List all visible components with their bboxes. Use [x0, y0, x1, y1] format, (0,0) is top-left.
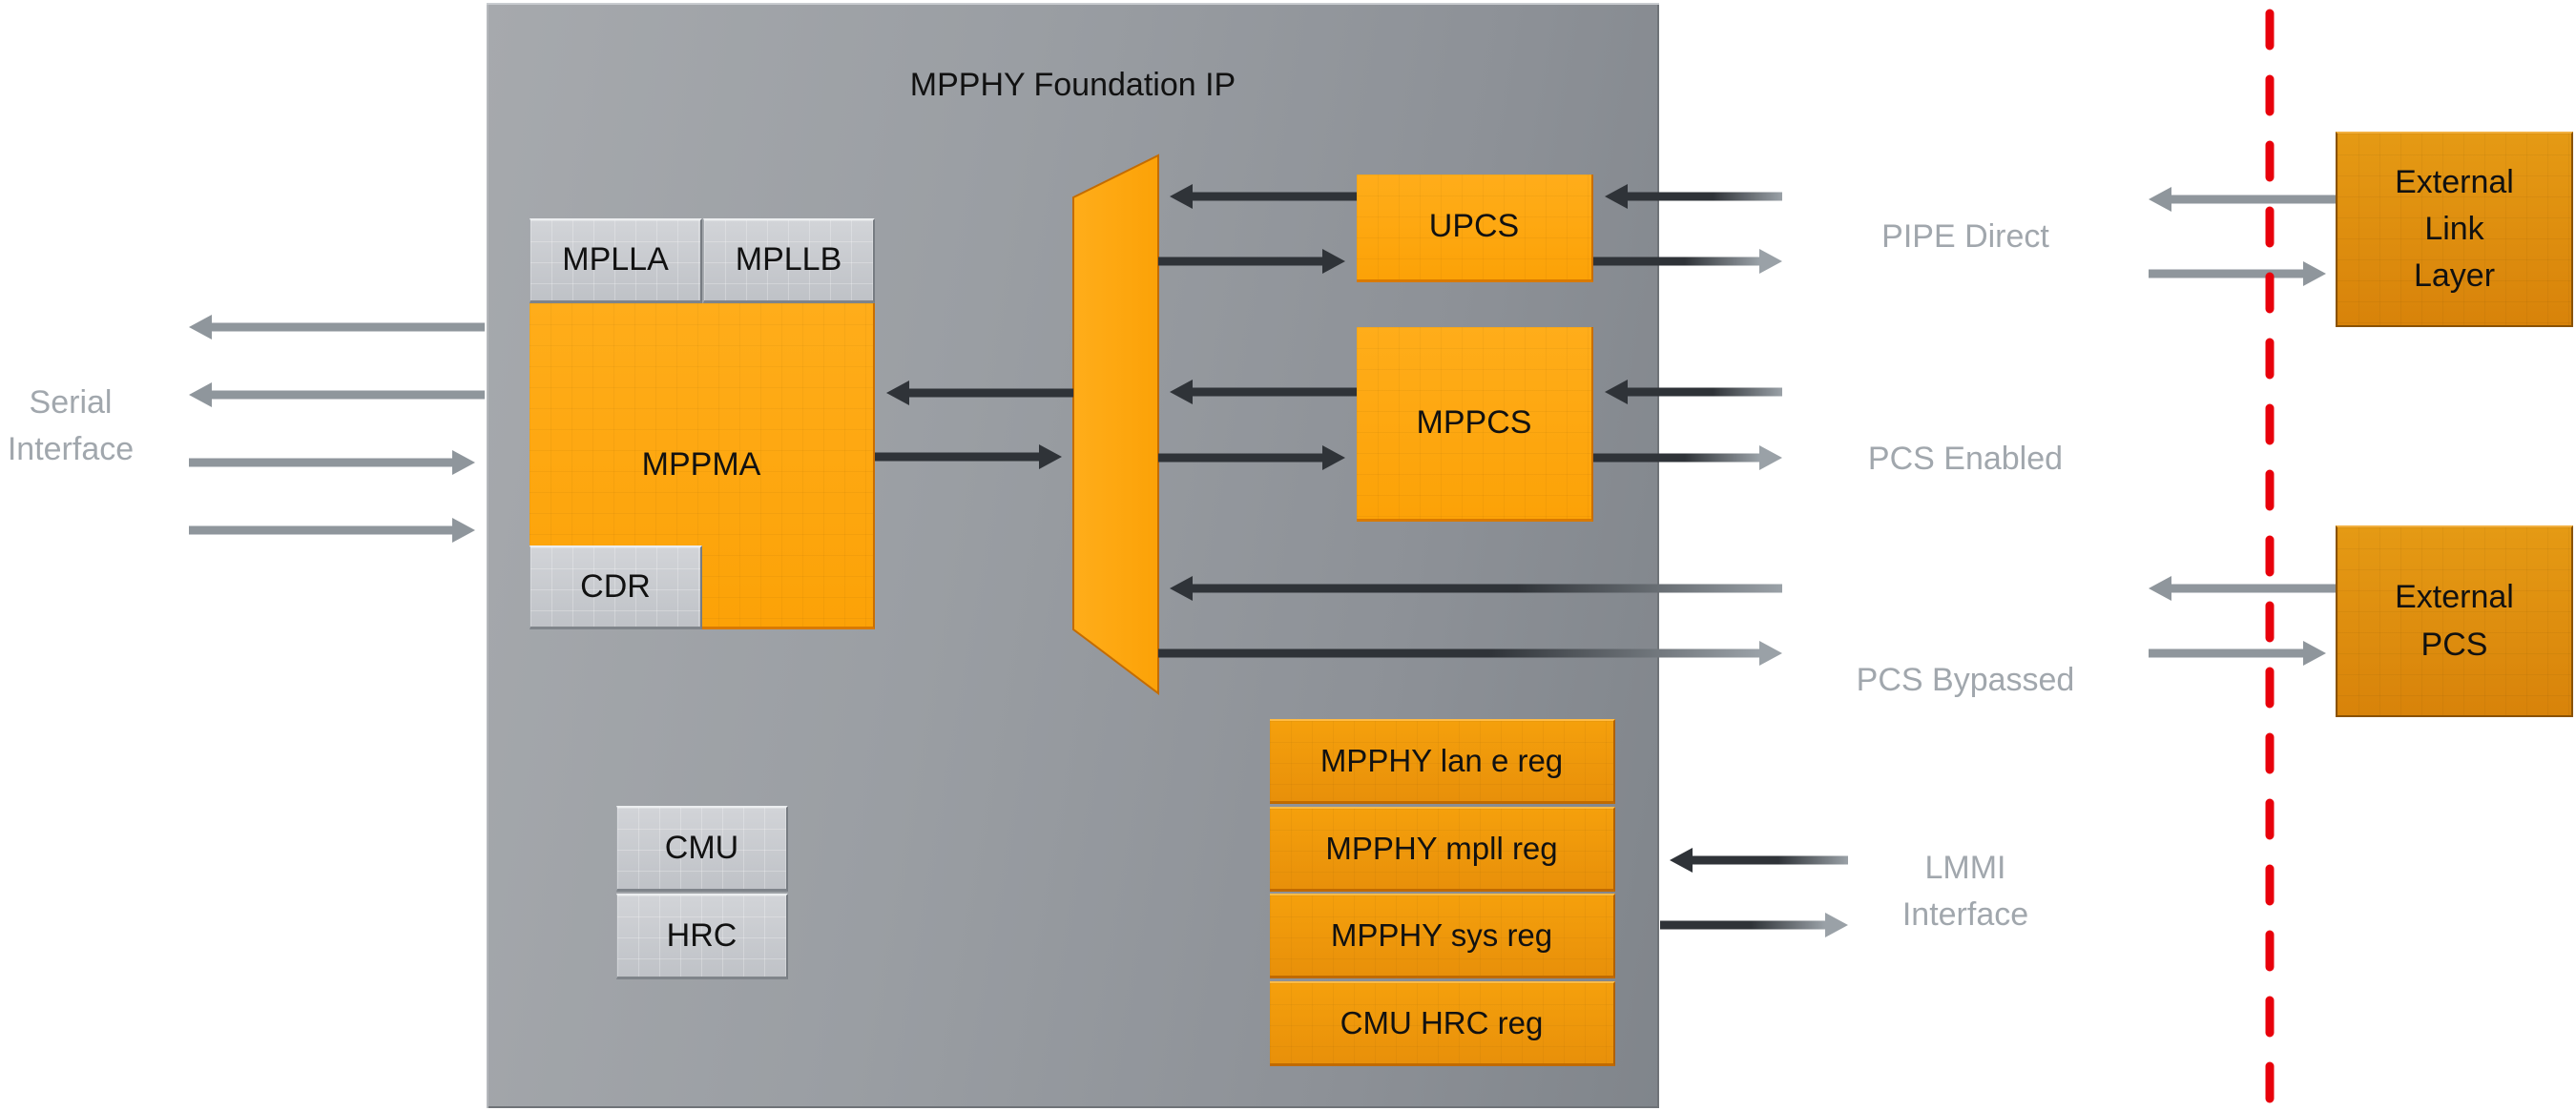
bypass-out-arrow — [1158, 641, 1782, 666]
lmmi-interface-label: LMMI Interface — [1813, 845, 2118, 939]
reg-label-cmu-hrc: CMU HRC reg — [1340, 1005, 1544, 1041]
mux-block — [1072, 154, 1159, 696]
ext-pcs-in-arrow — [2149, 641, 2326, 666]
reg-block-cmu-hrc: CMU HRC reg — [1270, 981, 1615, 1066]
mux-to-mppma-arrow — [886, 381, 1073, 405]
ext-link-line-2: Link — [2424, 210, 2484, 247]
pipe-in-arrow — [1605, 184, 1782, 209]
pipe-direct-label: PIPE Direct — [1881, 218, 2049, 255]
ext-link-in-arrow — [2149, 261, 2326, 286]
cmu-block: CMU — [616, 806, 788, 892]
mux-to-upcs-arrow — [1158, 249, 1345, 274]
reg-block-lane: MPPHY lan e reg — [1270, 719, 1615, 804]
ext-pcs-out-arrow — [2149, 576, 2336, 601]
mppma-label: MPPMA — [641, 445, 761, 483]
mpllb-label: MPLLB — [735, 241, 842, 278]
bypass-in-arrow — [1170, 576, 1782, 601]
lmmi-label-line-2: Interface — [1901, 896, 2029, 934]
external-pcs-block: External PCS — [2336, 525, 2573, 717]
serial-interface-label: Serial Interface — [0, 380, 141, 474]
mpllb-block: MPLLB — [703, 218, 875, 303]
ext-pcs-line-1: External — [2395, 579, 2514, 616]
ext-link-out-arrow — [2149, 187, 2336, 212]
reg-label-lane: MPPHY lan e reg — [1319, 743, 1564, 779]
ext-pcs-line-2: PCS — [2420, 626, 2488, 663]
pcs-en-out-arrow — [1593, 445, 1782, 470]
mppcs-to-mux-arrow — [1170, 380, 1357, 404]
serial-label-line-1: Serial — [29, 384, 113, 421]
cdr-label: CDR — [580, 567, 651, 605]
hrc-block: HRC — [616, 894, 788, 979]
reg-block-sys: MPPHY sys reg — [1270, 894, 1615, 978]
ext-link-line-1: External — [2395, 163, 2514, 200]
mppma-to-mux-arrow — [875, 444, 1062, 469]
upcs-label: UPCS — [1428, 208, 1520, 245]
cdr-block: CDR — [530, 545, 702, 629]
external-link-layer-block: External Link Layer — [2336, 132, 2573, 327]
mux-to-mppcs-arrow — [1158, 445, 1345, 470]
reg-block-mpll: MPPHY mpll reg — [1270, 807, 1615, 892]
upcs-to-mux-arrow — [1170, 184, 1357, 209]
serial-tx-arrow-2 — [189, 382, 485, 407]
reg-label-mpll: MPPHY mpll reg — [1325, 831, 1558, 867]
mppcs-label: MPPCS — [1416, 403, 1532, 441]
hrc-label: HRC — [666, 916, 737, 954]
ext-link-line-3: Layer — [2413, 257, 2496, 295]
serial-rx-arrow-1 — [189, 450, 475, 475]
upcs-block: UPCS — [1357, 175, 1593, 282]
foundation-ip-title: MPPHY Foundation IP — [909, 67, 1236, 103]
mppcs-block: MPPCS — [1357, 327, 1593, 522]
pipe-out-arrow — [1593, 249, 1782, 274]
serial-tx-arrow-1 — [189, 315, 485, 339]
serial-rx-arrow-2 — [189, 518, 475, 543]
reg-label-sys: MPPHY sys reg — [1330, 917, 1553, 954]
mplla-label: MPLLA — [562, 241, 669, 278]
lmmi-label-line-1: LMMI — [1924, 850, 2006, 886]
mplla-block: MPLLA — [530, 218, 702, 303]
serial-label-line-2: Interface — [7, 431, 135, 468]
pcs-en-in-arrow — [1605, 380, 1782, 404]
cmu-label: CMU — [664, 829, 739, 866]
pcs-enabled-label: PCS Enabled — [1867, 441, 2064, 477]
lmmi-in-arrow — [1670, 848, 1848, 873]
lmmi-out-arrow — [1660, 913, 1848, 937]
pcs-bypassed-label: PCS Bypassed — [1856, 662, 2075, 698]
